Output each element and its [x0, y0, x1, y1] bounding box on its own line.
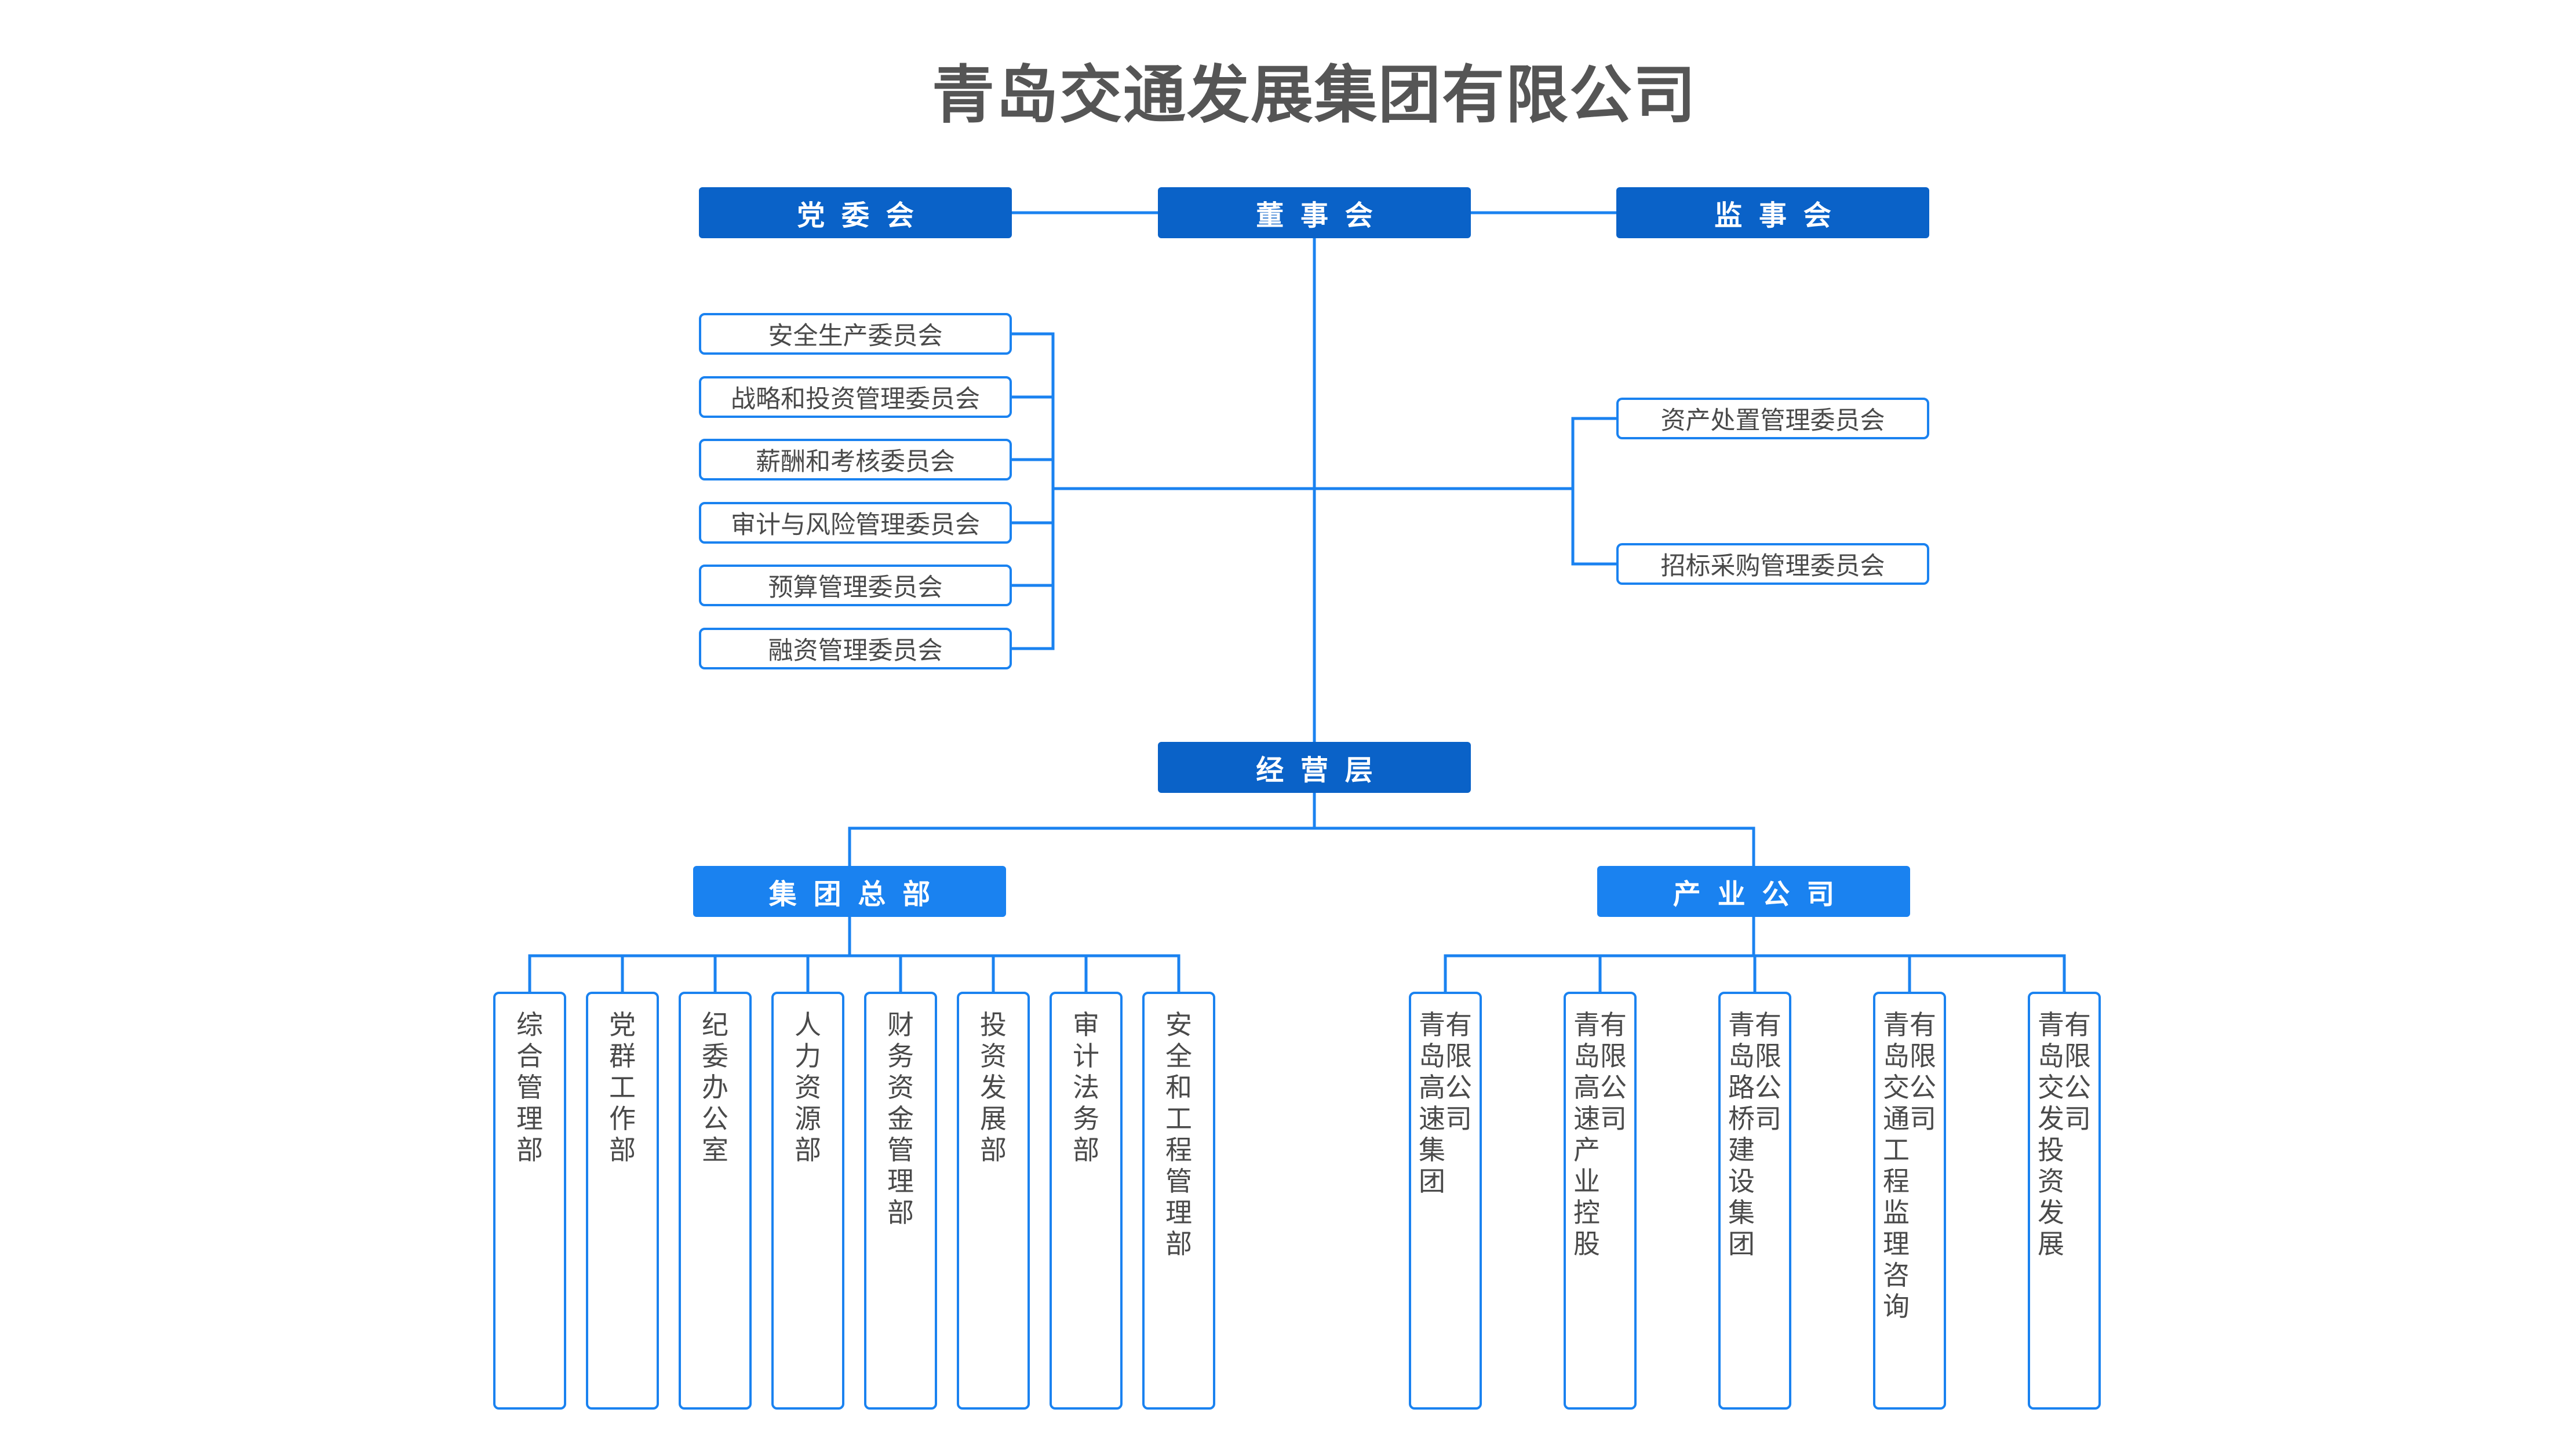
subsidiary-box: 青岛交通工程监理咨询 有限公司: [1873, 992, 1946, 1410]
supervisory-board-label: 监事会: [1714, 199, 1848, 232]
committee-box: 招标采购管理委员会: [1616, 543, 1929, 585]
subsidiary-box: 青岛路桥建设集团 有限公司: [1718, 992, 1791, 1410]
department-box: 纪委办公室: [679, 992, 752, 1410]
headquarters-label: 集团总部: [768, 878, 947, 911]
board-of-directors-label: 董事会: [1256, 199, 1390, 232]
committee-box: 安全生产委员会: [699, 313, 1012, 355]
department-box: 财务资金管理部: [864, 992, 937, 1410]
committee-box: 审计与风险管理委员会: [699, 502, 1012, 544]
committee-box: 融资管理委员会: [699, 628, 1012, 669]
subsidiary-name-suffix: 有限公司: [1755, 1009, 1781, 1134]
subsidiary-name-suffix: 有限公司: [1600, 1009, 1627, 1134]
subsidiary-name-main: 青岛高速集团: [1419, 1009, 1445, 1197]
committee-box: 战略和投资管理委员会: [699, 376, 1012, 418]
subsidiary-name-main: 青岛路桥建设集团: [1728, 1009, 1755, 1259]
subsidiary-name-main: 青岛交发投资发展: [2038, 1009, 2064, 1259]
management-label: 经营层: [1256, 754, 1390, 787]
industry-companies-box: 产业公司: [1597, 866, 1910, 917]
committee-box: 预算管理委员会: [699, 565, 1012, 606]
industry-companies-label: 产业公司: [1673, 878, 1851, 911]
subsidiary-name-suffix: 有限公司: [1445, 1009, 1472, 1134]
department-label: 党群工作部: [609, 1009, 636, 1166]
headquarters-box: 集团总部: [693, 866, 1006, 917]
department-box: 安全和工程管理部: [1142, 992, 1215, 1410]
department-box: 综合管理部: [493, 992, 566, 1410]
board-of-directors-box: 董事会: [1158, 187, 1471, 238]
subsidiary-name-suffix: 有限公司: [1910, 1009, 1936, 1134]
supervisory-board-box: 监事会: [1616, 187, 1929, 238]
department-box: 投资发展部: [957, 992, 1030, 1410]
department-label: 财务资金管理部: [887, 1009, 914, 1228]
subsidiary-name-suffix: 有限公司: [2064, 1009, 2091, 1134]
subsidiary-box: 青岛高速产业控股 有限公司: [1564, 992, 1637, 1410]
department-label: 安全和工程管理部: [1165, 1009, 1192, 1259]
committee-box: 薪酬和考核委员会: [699, 439, 1012, 480]
party-committee-box: 党委会: [699, 187, 1012, 238]
department-label: 纪委办公室: [702, 1009, 728, 1166]
party-committee-label: 党委会: [797, 199, 931, 232]
page-title: 青岛交通发展集团有限公司: [931, 59, 1697, 132]
department-label: 综合管理部: [516, 1009, 543, 1166]
management-box: 经营层: [1158, 742, 1471, 793]
department-label: 人力资源部: [795, 1009, 821, 1166]
department-box: 人力资源部: [771, 992, 844, 1410]
subsidiary-box: 青岛交发投资发展 有限公司: [2028, 992, 2101, 1410]
department-box: 审计法务部: [1050, 992, 1123, 1410]
committee-box: 资产处置管理委员会: [1616, 398, 1929, 439]
department-label: 投资发展部: [980, 1009, 1007, 1166]
subsidiary-name-main: 青岛高速产业控股: [1573, 1009, 1600, 1259]
department-label: 审计法务部: [1073, 1009, 1099, 1166]
subsidiary-name-main: 青岛交通工程监理咨询: [1883, 1009, 1910, 1322]
subsidiary-box: 青岛高速集团 有限公司: [1409, 992, 1482, 1410]
department-box: 党群工作部: [586, 992, 659, 1410]
